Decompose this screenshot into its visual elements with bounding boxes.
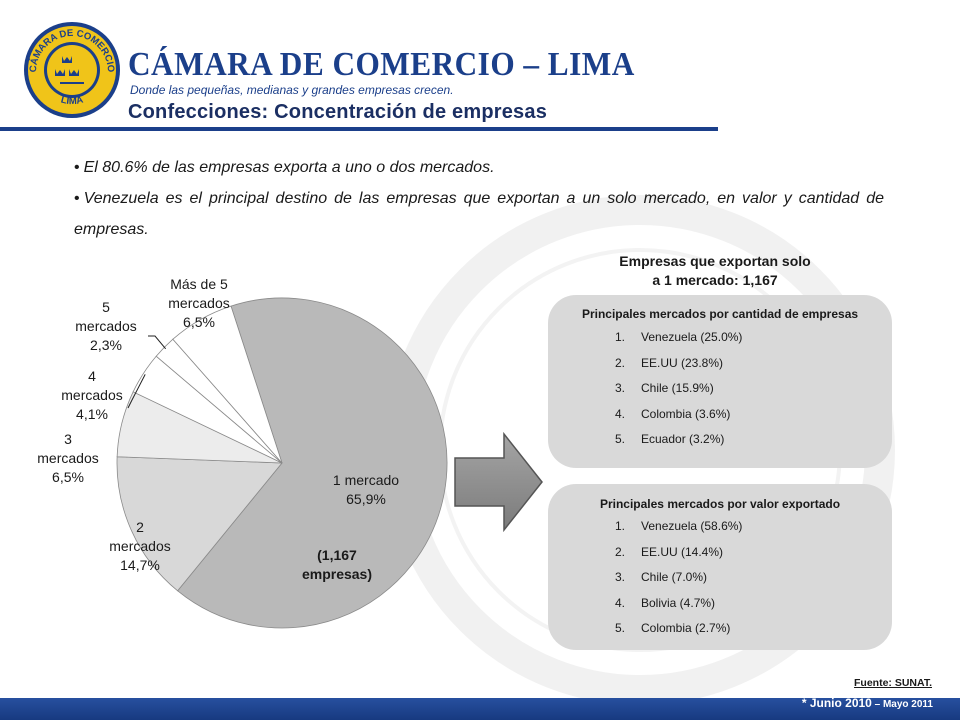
right-arrow-icon: [454, 432, 543, 532]
bullet-item: •El 80.6% de las empresas exporta a uno …: [74, 159, 495, 176]
heading-line: Empresas que exportan solo: [619, 253, 811, 269]
single-market-heading: Empresas que exportan solo a 1 mercado: …: [580, 252, 850, 290]
list-item: 5.Colombia (2.7%): [615, 621, 731, 635]
list-item: 2.EE.UU (14.4%): [615, 544, 724, 559]
heading-line: a 1 mercado: 1,167: [652, 272, 778, 288]
box-title: Principales mercados por valor exportado: [599, 497, 841, 511]
period-small: – Mayo 2011: [871, 699, 933, 710]
bullet-dot: •: [74, 190, 80, 207]
pie-leader-line: [148, 335, 167, 350]
footer-bar: [0, 698, 960, 720]
brand-tagline: Donde las pequeñas, medianas y grandes e…: [130, 83, 454, 97]
bullet-item: •Venezuela es el principal destino de la…: [74, 190, 884, 238]
box-title: Principales mercados por cantidad de emp…: [581, 307, 859, 321]
title-rule: [0, 127, 718, 131]
chamber-seal-logo: CÁMARA DE COMERCIO LIMA: [24, 22, 120, 118]
list-item: 3.Chile (15.9%): [615, 381, 714, 395]
brand-title: CÁMARA DE COMERCIO – LIMA: [128, 46, 635, 83]
list-item: 3.Chile (7.0%): [615, 570, 708, 584]
source-note: Fuente: SUNAT.: [854, 677, 932, 689]
markets-by-value-box: Principales mercados por valor exportado…: [548, 484, 892, 650]
list-item: 2.EE.UU (23.8%): [615, 355, 724, 370]
pie-slice-2: [116, 456, 283, 592]
list-item: 5.Ecuador (3.2%): [615, 432, 725, 446]
pie-slice-1: [177, 297, 448, 629]
bullet-list: •El 80.6% de las empresas exporta a uno …: [74, 152, 884, 245]
period-main: * Junio 2010: [801, 696, 872, 710]
slide-title: Confecciones: Concentración de empresas: [128, 101, 548, 123]
markets-by-count-box: Principales mercados por cantidad de emp…: [548, 295, 892, 468]
pie-leader-line: [127, 374, 146, 409]
markets-list: 1.Venezuela (25.0%) 2.EE.UU (23.8%) 3.Ch…: [615, 325, 742, 453]
bullet-dot: •: [74, 159, 80, 176]
list-item: 1.Venezuela (58.6%): [615, 519, 743, 533]
markets-list: 1.Venezuela (58.6%) 2.EE.UU (14.4%) 3.Ch…: [615, 514, 742, 642]
pie-slice-6: [172, 305, 283, 464]
list-item: 4.Colombia (3.6%): [615, 406, 731, 421]
seal-text-bottom: LIMA: [60, 95, 85, 108]
list-item: 1.Venezuela (25.0%): [615, 330, 743, 344]
list-item: 4.Bolivia (4.7%): [615, 595, 716, 610]
period-note: * Junio 2010 – Mayo 2011: [700, 696, 933, 710]
